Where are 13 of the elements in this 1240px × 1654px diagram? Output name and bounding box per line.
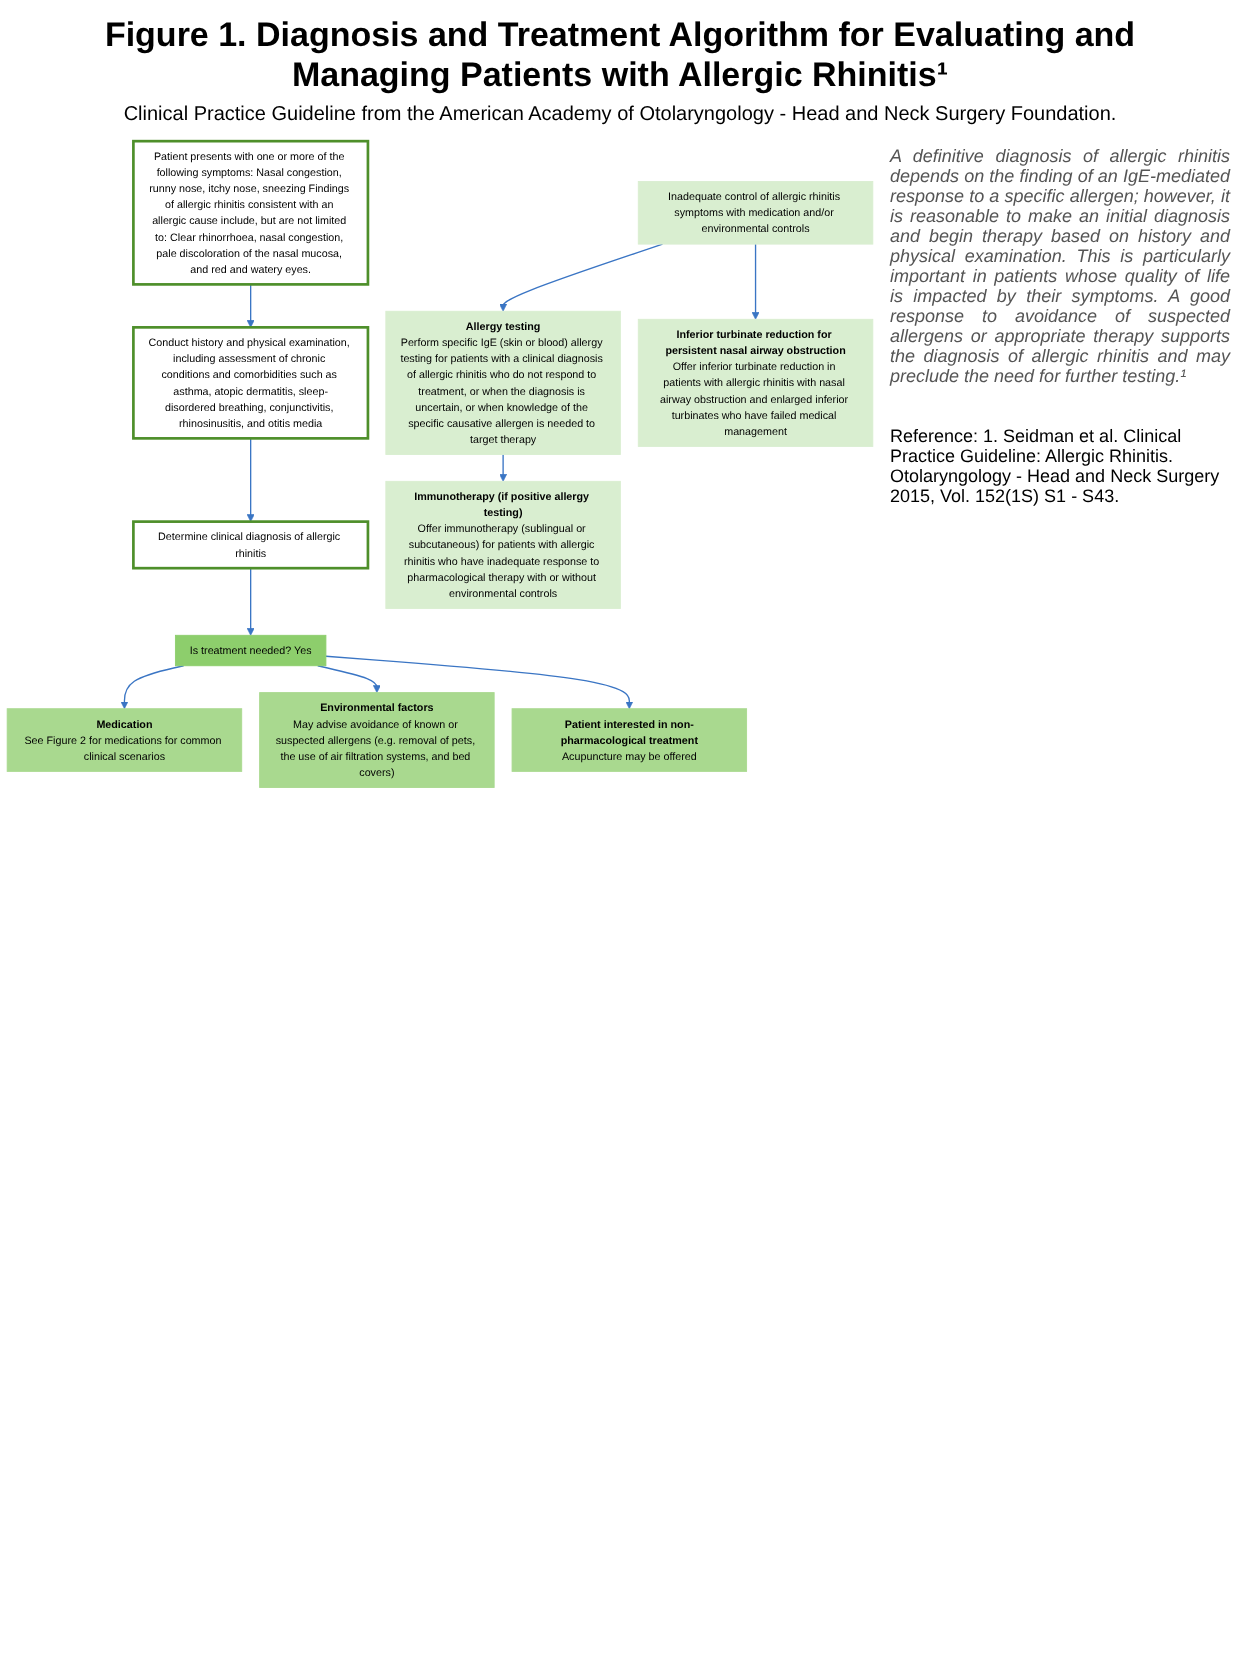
subtitle: Clinical Practice Guideline from the American Academy of Otolaryngology - Head and Neck Surgery Foundation. <box>121 104 1119 126</box>
arrow <box>120 665 185 710</box>
arrow <box>499 453 508 482</box>
arrow <box>246 283 255 328</box>
arrow <box>499 243 664 312</box>
arrow <box>246 567 255 636</box>
arrow <box>246 437 255 522</box>
side-note: A definitive diagnosis of allergic rhinitis depends on the finding of an IgE-mediated response to a specific allergen; however, it is reasonable to make an initial diagnosis and begin therapy based on history and physical examination. This is particularly important in patients whose quality of life is impacted by their symptoms. A good response to avoidance of suspected allergens or appropriate therapy supports the diagnosis of allergic rhinitis and may preclude the need for further testing.¹ <box>890 146 1230 386</box>
figure-title: Figure 1. Diagnosis and Treatment Algorithm for Evaluating and Managing Patients with Allergic Rhinitis¹ <box>102 16 1138 96</box>
reference-text: Reference: 1. Seidman et al. Clinical Practice Guideline: Allergic Rhinitis. Otolaryngology - Head and Neck Surgery 2015, Vol. 152(1S) S1 - S43. <box>890 426 1222 506</box>
arrow <box>751 243 760 320</box>
arrow <box>317 665 381 693</box>
arrow <box>325 655 634 710</box>
